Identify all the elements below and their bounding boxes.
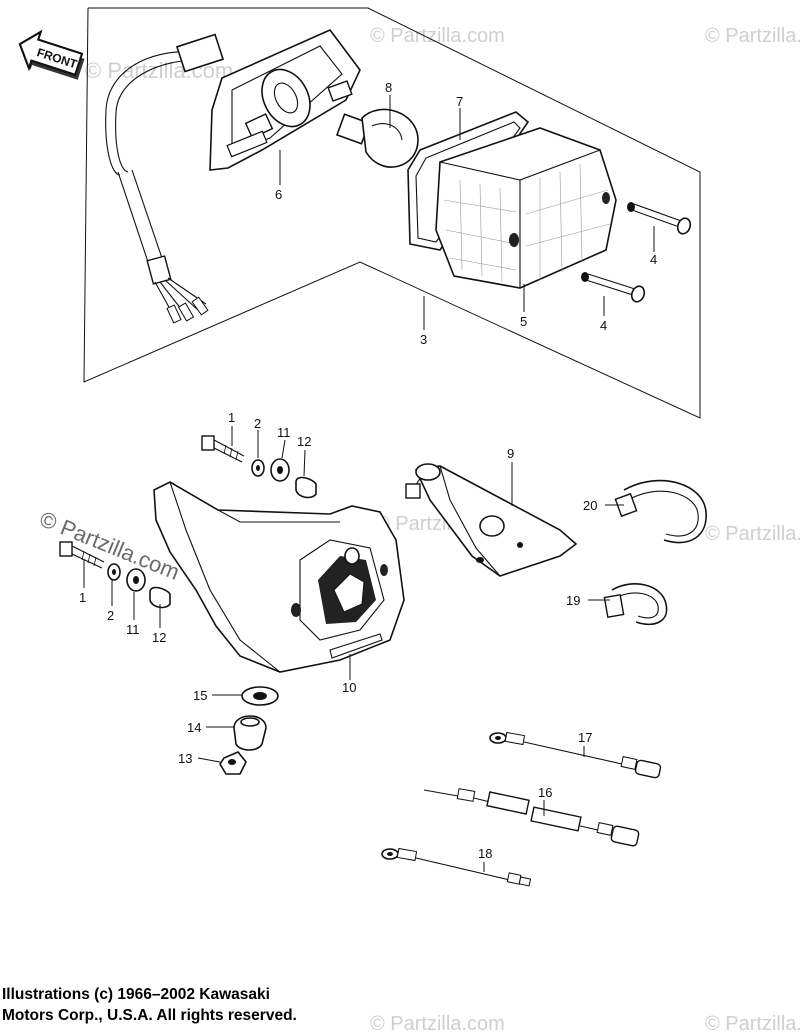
callout-19: 19 bbox=[566, 593, 580, 608]
lens-part-5 bbox=[435, 127, 617, 289]
bolt-set-lower bbox=[59, 541, 171, 609]
callout-4: 4 bbox=[600, 318, 607, 333]
callout-labels: 6 8 7 4 5 4 3 1 2 11 12 1 2 11 12 9 20 1… bbox=[79, 80, 657, 861]
callout-20: 20 bbox=[583, 498, 597, 513]
callout-11: 11 bbox=[277, 425, 291, 440]
callout-2: 2 bbox=[107, 608, 114, 623]
leader-lines-upper bbox=[279, 95, 655, 330]
callout-16: 16 bbox=[538, 785, 552, 800]
band-part-19 bbox=[603, 583, 668, 626]
band-part-20 bbox=[614, 479, 707, 544]
watermark: © Partzilla.com bbox=[705, 25, 800, 47]
screw-part-4-upper bbox=[627, 202, 692, 235]
callout-17: 17 bbox=[578, 730, 592, 745]
wire-part-16 bbox=[423, 788, 640, 847]
light-base-part-6 bbox=[209, 29, 361, 171]
callout-8: 8 bbox=[385, 80, 392, 95]
grommet-part-14 bbox=[233, 715, 267, 751]
copyright-notice: Illustrations (c) 1966–2002 Kawasaki Mot… bbox=[2, 984, 422, 1026]
plate-bracket-part-9 bbox=[405, 463, 578, 577]
callout-12: 12 bbox=[152, 630, 166, 645]
callout-3: 3 bbox=[420, 332, 427, 347]
leader-lines-lower bbox=[83, 426, 624, 872]
wire-part-17 bbox=[489, 731, 662, 779]
bolt-set-upper bbox=[201, 435, 317, 499]
watermark: © Partzilla.com bbox=[705, 523, 800, 545]
callout-1: 1 bbox=[79, 590, 86, 605]
callout-9: 9 bbox=[507, 446, 514, 461]
callout-14: 14 bbox=[187, 720, 201, 735]
callout-12: 12 bbox=[297, 434, 311, 449]
callout-2: 2 bbox=[254, 416, 261, 431]
wire-part-18 bbox=[381, 847, 532, 887]
front-arrow-icon: FRONT bbox=[18, 29, 85, 80]
screw-part-4-lower bbox=[581, 272, 646, 303]
callout-6: 6 bbox=[275, 187, 282, 202]
callout-11: 11 bbox=[126, 622, 140, 637]
copyright-line-2: Motors Corp., U.S.A. All rights reserved… bbox=[2, 1007, 297, 1024]
callout-15: 15 bbox=[193, 688, 207, 703]
bracket-part-10 bbox=[153, 481, 405, 673]
washer-part-15 bbox=[241, 686, 279, 706]
callout-7: 7 bbox=[456, 94, 463, 109]
nut-part-13 bbox=[219, 751, 247, 775]
callout-18: 18 bbox=[478, 846, 492, 861]
watermark: © Partzilla.com bbox=[370, 25, 505, 47]
callout-5: 5 bbox=[520, 314, 527, 329]
callout-1: 1 bbox=[228, 410, 235, 425]
watermark: © Partzilla.com bbox=[705, 1013, 800, 1035]
tail-light-assembly-frame bbox=[83, 7, 701, 419]
callout-4: 4 bbox=[650, 252, 657, 267]
callout-10: 10 bbox=[342, 680, 356, 695]
watermark: © Partzilla.com bbox=[370, 1013, 505, 1035]
tail-light-wire bbox=[105, 33, 225, 324]
copyright-line-1: Illustrations (c) 1966–2002 Kawasaki bbox=[2, 986, 270, 1003]
callout-13: 13 bbox=[178, 751, 192, 766]
bulb-part-8 bbox=[335, 108, 419, 168]
